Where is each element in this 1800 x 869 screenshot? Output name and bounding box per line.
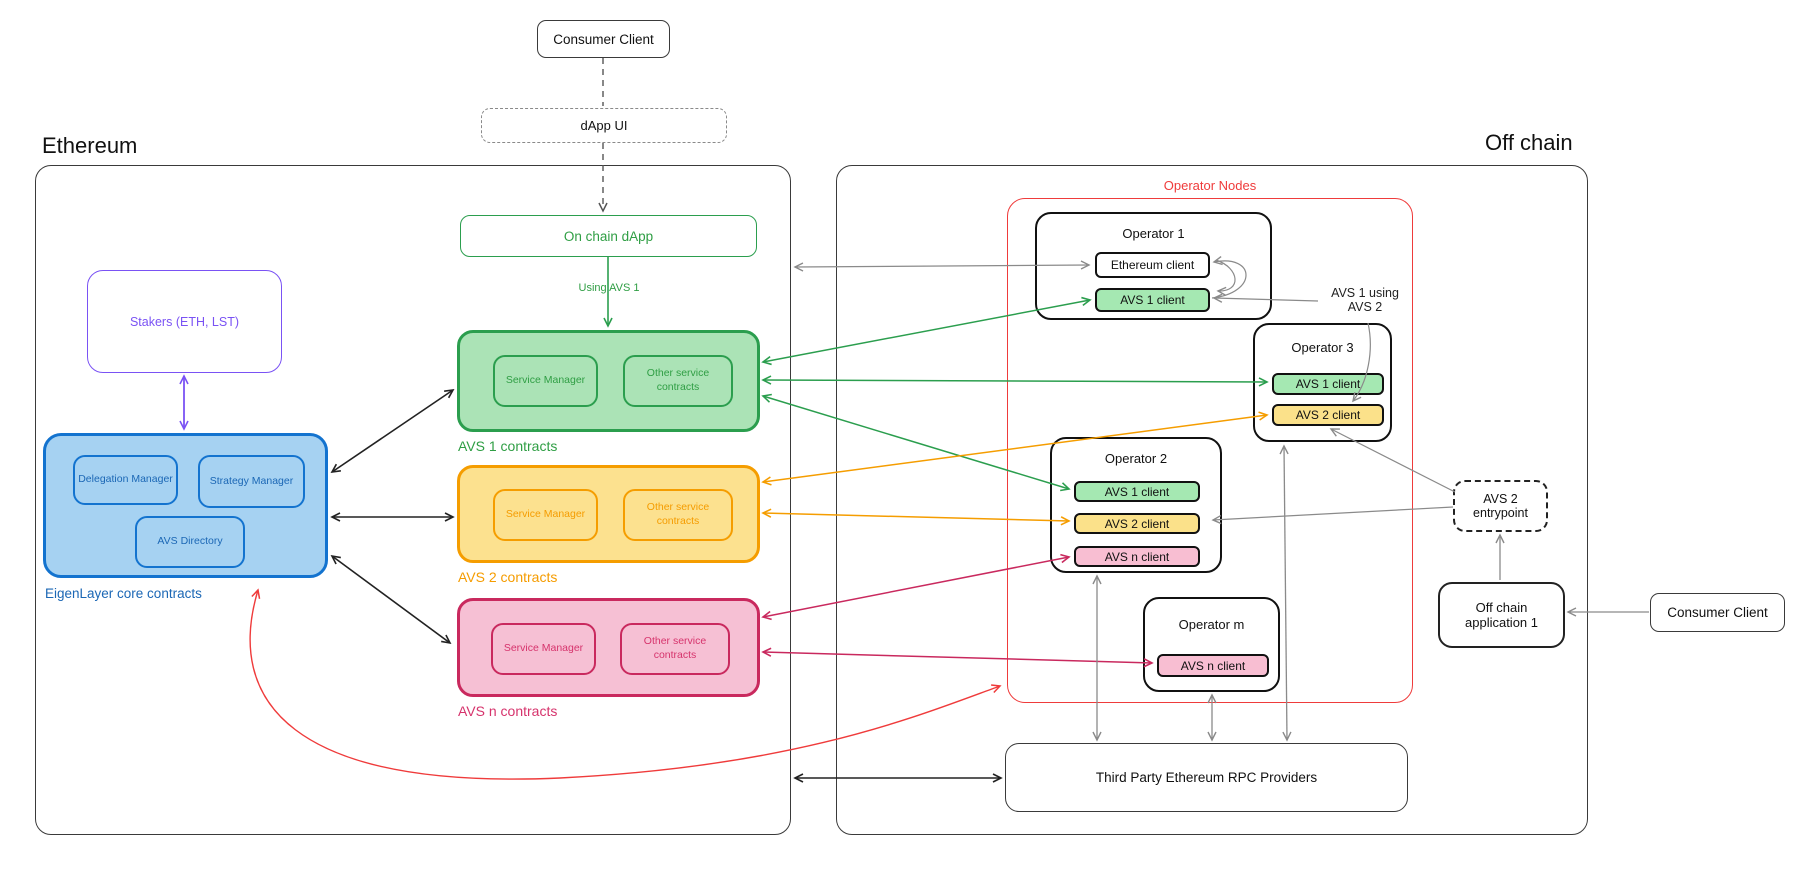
consumer-client-top-box: Consumer Client: [537, 20, 670, 58]
avs2-contracts-label: AVS 2 contracts: [458, 569, 558, 585]
operator3-title: Operator 3: [1291, 340, 1354, 355]
offchain-application-box: Off chain application 1: [1438, 582, 1565, 648]
avsn-contracts-label: AVS n contracts: [458, 703, 558, 719]
offchain-region-title: Off chain: [1485, 130, 1573, 155]
eigenlayer-core-contracts-box: Delegation Manager Strategy Manager AVS …: [43, 433, 328, 578]
avs2-contracts-box: Service Manager Other service contracts: [457, 465, 760, 563]
operator3-box: Operator 3 AVS 1 client AVS 2 client: [1253, 323, 1392, 442]
operator2-box: Operator 2 AVS 1 client AVS 2 client AVS…: [1050, 437, 1222, 573]
operator1-title: Operator 1: [1122, 226, 1185, 241]
operatorm-box: Operator m AVS n client: [1143, 597, 1280, 692]
strategy-manager-box: Strategy Manager: [198, 455, 305, 508]
avsn-other-service-contracts-box: Other service contracts: [620, 623, 730, 675]
avs1-contracts-box: Service Manager Other service contracts: [457, 330, 760, 432]
operator2-title: Operator 2: [1104, 451, 1168, 466]
ethereum-region-title: Ethereum: [42, 133, 138, 158]
operator3-avs2-client-chip: AVS 2 client: [1272, 404, 1384, 426]
avsn-contracts-box: Service Manager Other service contracts: [457, 598, 760, 697]
avs1-other-service-contracts-box: Other service contracts: [623, 355, 733, 407]
using-avs1-label: Using AVS 1: [578, 282, 640, 294]
operator3-avs1-client-chip: AVS 1 client: [1272, 373, 1384, 395]
operator2-avs2-client-chip: AVS 2 client: [1074, 513, 1200, 534]
avs1-using-avs2-annotation: AVS 1 using AVS 2: [1331, 286, 1399, 314]
avs-directory-box: AVS Directory: [135, 516, 245, 568]
rpc-providers-box: Third Party Ethereum RPC Providers: [1005, 743, 1408, 812]
operator1-box: Operator 1 Ethereum client AVS 1 client: [1035, 212, 1272, 320]
operator-nodes-label: Operator Nodes: [1163, 178, 1257, 193]
avs2-other-service-contracts-box: Other service contracts: [623, 489, 733, 541]
eigenlayer-core-contracts-label: EigenLayer core contracts: [45, 586, 202, 601]
operatorm-avsn-client-chip: AVS n client: [1157, 654, 1269, 677]
consumer-client-right-box: Consumer Client: [1650, 593, 1785, 632]
avs2-service-manager-box: Service Manager: [493, 489, 598, 541]
avs2-entrypoint-box: AVS 2 entrypoint: [1453, 480, 1548, 532]
stakers-box: Stakers (ETH, LST): [87, 270, 282, 373]
operator1-ethereum-client-chip: Ethereum client: [1095, 252, 1210, 278]
avsn-service-manager-box: Service Manager: [491, 623, 596, 675]
on-chain-dapp-box: On chain dApp: [460, 215, 757, 257]
operatorm-title: Operator m: [1178, 617, 1245, 632]
operator2-avsn-client-chip: AVS n client: [1074, 546, 1200, 567]
operator2-avs1-client-chip: AVS 1 client: [1074, 481, 1200, 502]
avs1-contracts-label: AVS 1 contracts: [458, 438, 558, 454]
delegation-manager-box: Delegation Manager: [73, 455, 178, 505]
dapp-ui-box: dApp UI: [481, 108, 727, 143]
operator1-avs1-client-chip: AVS 1 client: [1095, 288, 1210, 312]
avs1-service-manager-box: Service Manager: [493, 355, 598, 407]
